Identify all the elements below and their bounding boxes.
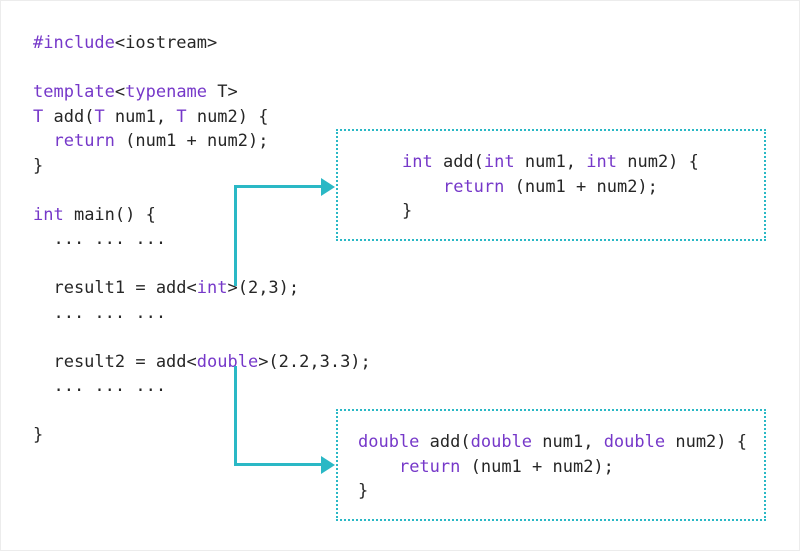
double-arrow-horizontal-segment [234,463,322,466]
code-token: int [586,152,617,172]
code-line-template-decl: template<typename T> [33,80,371,105]
code-token: ... ... ... [33,376,167,396]
code-line-int-return: return (num1 + num2); [402,175,764,200]
code-token: < [114,82,126,102]
int-arrow-horizontal-segment [234,185,322,188]
code-line-include: #include<iostream> [33,31,371,56]
code-token: add( [432,152,484,172]
code-token: ... ... ... [33,229,167,249]
code-token: return [53,131,115,151]
code-token: <iostream> [114,33,218,53]
code-line-blank [33,399,371,424]
code-token: num1, [532,432,604,452]
code-token: num1, [514,152,587,172]
code-token: num2) { [617,152,699,172]
code-token: double [196,351,259,372]
int-arrow-vertical-segment [234,187,237,286]
code-token: return [398,456,461,477]
double-arrow-vertical-segment [234,366,237,465]
code-line-double-close-brace: } [358,479,764,504]
code-token: >(2.2,3.3); [258,351,371,372]
code-line-close-brace: } [33,154,371,179]
int-instantiation-box: int add(int num1, int num2) { return (nu… [336,129,766,241]
code-token: result1 = add< [33,278,197,298]
code-token: double [358,432,420,452]
int-arrowhead-icon [321,178,335,196]
code-token: template [33,82,115,102]
code-token: >(2,3); [227,278,300,298]
code-line-blank [33,56,371,81]
code-line-ellipsis: ... ... ... [33,227,371,252]
code-token [402,177,443,197]
code-token: num1, [104,106,177,127]
code-token: double [470,432,533,452]
double-arrowhead-icon [321,456,335,474]
code-token: } [33,425,44,445]
code-token: int [33,204,64,225]
code-line-double-return: return (num1 + num2); [358,455,764,480]
code-token: } [358,481,369,501]
code-token: (num1 + num2); [460,456,614,477]
code-line-int-close-brace: } [402,199,764,224]
code-token [33,131,53,151]
code-line-return: return (num1 + num2); [33,129,371,154]
code-line-main-decl: int main() { [33,203,371,228]
code-token: double [603,432,666,452]
code-line-template-function: T add(T num1, T num2) { [33,105,371,130]
code-line-ellipsis: ... ... ... [33,374,371,399]
code-line-int-signature: int add(int num1, int num2) { [402,150,764,175]
code-token: ... ... ... [33,302,167,323]
code-token: typename [125,82,208,102]
code-token: return [442,176,505,197]
code-line-main-close-brace: } [33,423,371,448]
code-token: int [196,278,228,298]
code-token: int [402,152,433,172]
code-token: num2) { [186,106,269,127]
code-token: T [94,106,105,127]
code-token: T [176,106,187,127]
double-instantiation-box: double add(double num1, double num2) { r… [336,409,766,521]
code-token: add( [419,432,471,452]
code-token: result2 = add< [33,351,197,372]
code-token: main() { [63,204,156,225]
code-token: T> [207,82,238,102]
code-line-double-signature: double add(double num1, double num2) { [358,430,764,455]
code-token [358,457,399,477]
code-line-blank [33,252,371,277]
code-token: add( [43,106,95,127]
code-token: (num1 + num2); [114,131,269,151]
code-token: int [483,152,515,172]
code-token: num2) { [665,432,747,452]
code-token: #include [33,33,115,53]
code-line-blank [33,325,371,350]
code-line-result2-call: result2 = add<double>(2.2,3.3); [33,350,371,375]
main-source-code: #include<iostream> template<typename T> … [33,31,371,448]
code-token: (num1 + num2); [504,176,658,197]
code-line-ellipsis: ... ... ... [33,301,371,326]
code-line-result1-call: result1 = add<int>(2,3); [33,276,371,301]
code-token: T [33,106,44,127]
code-token: } [33,155,44,176]
code-token: } [402,201,413,221]
